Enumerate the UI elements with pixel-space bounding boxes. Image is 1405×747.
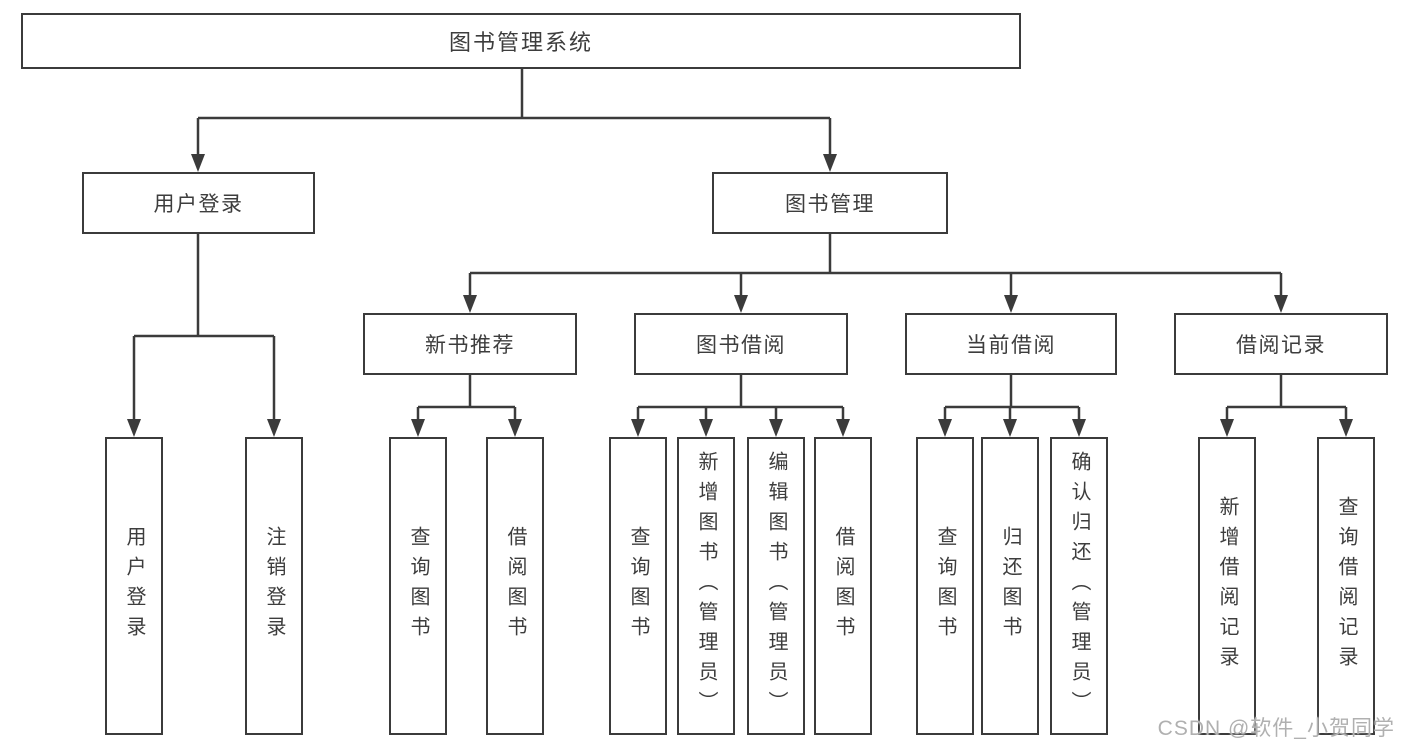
leaf-confirm-return-admin-label: 确认归还（管理员） (1068, 451, 1090, 721)
node-current-borrowing: 当前借阅 (905, 313, 1117, 375)
leaf-borrow-books: 借阅图书 (814, 437, 872, 735)
leaf-add-books-admin-label: 新增图书（管理员） (695, 451, 717, 721)
leaf-query-books-recommend: 查询图书 (389, 437, 447, 735)
leaf-user-login-label: 用户登录 (123, 526, 145, 646)
leaf-query-books-recommend-label: 查询图书 (407, 526, 429, 646)
leaf-logout-label: 注销登录 (263, 526, 285, 646)
leaf-return-books: 归还图书 (981, 437, 1039, 735)
node-borrowing-records: 借阅记录 (1174, 313, 1388, 375)
leaf-logout: 注销登录 (245, 437, 303, 735)
leaf-add-borrow-record-label: 新增借阅记录 (1216, 496, 1238, 676)
leaf-borrow-books-label: 借阅图书 (832, 526, 854, 646)
leaf-query-borrow-record-label: 查询借阅记录 (1335, 496, 1357, 676)
leaf-edit-books-admin-label: 编辑图书（管理员） (765, 451, 787, 721)
node-library-management-system: 图书管理系统 (21, 13, 1021, 69)
node-book-borrowing: 图书借阅 (634, 313, 848, 375)
leaf-borrow-books-recommend-label: 借阅图书 (504, 526, 526, 646)
leaf-query-books-borrow: 查询图书 (609, 437, 667, 735)
node-book-management: 图书管理 (712, 172, 948, 234)
leaf-add-books-admin: 新增图书（管理员） (677, 437, 735, 735)
node-user-login: 用户登录 (82, 172, 315, 234)
leaf-query-books-borrow-label: 查询图书 (627, 526, 649, 646)
leaf-return-books-label: 归还图书 (999, 526, 1021, 646)
leaf-query-books-current: 查询图书 (916, 437, 974, 735)
node-new-book-recommendation: 新书推荐 (363, 313, 577, 375)
leaf-borrow-books-recommend: 借阅图书 (486, 437, 544, 735)
leaf-edit-books-admin: 编辑图书（管理员） (747, 437, 805, 735)
leaf-add-borrow-record: 新增借阅记录 (1198, 437, 1256, 735)
leaf-query-books-current-label: 查询图书 (934, 526, 956, 646)
leaf-confirm-return-admin: 确认归还（管理员） (1050, 437, 1108, 735)
leaf-user-login: 用户登录 (105, 437, 163, 735)
watermark-text: CSDN @软件_小贺同学 (1157, 717, 1395, 740)
leaf-query-borrow-record: 查询借阅记录 (1317, 437, 1375, 735)
